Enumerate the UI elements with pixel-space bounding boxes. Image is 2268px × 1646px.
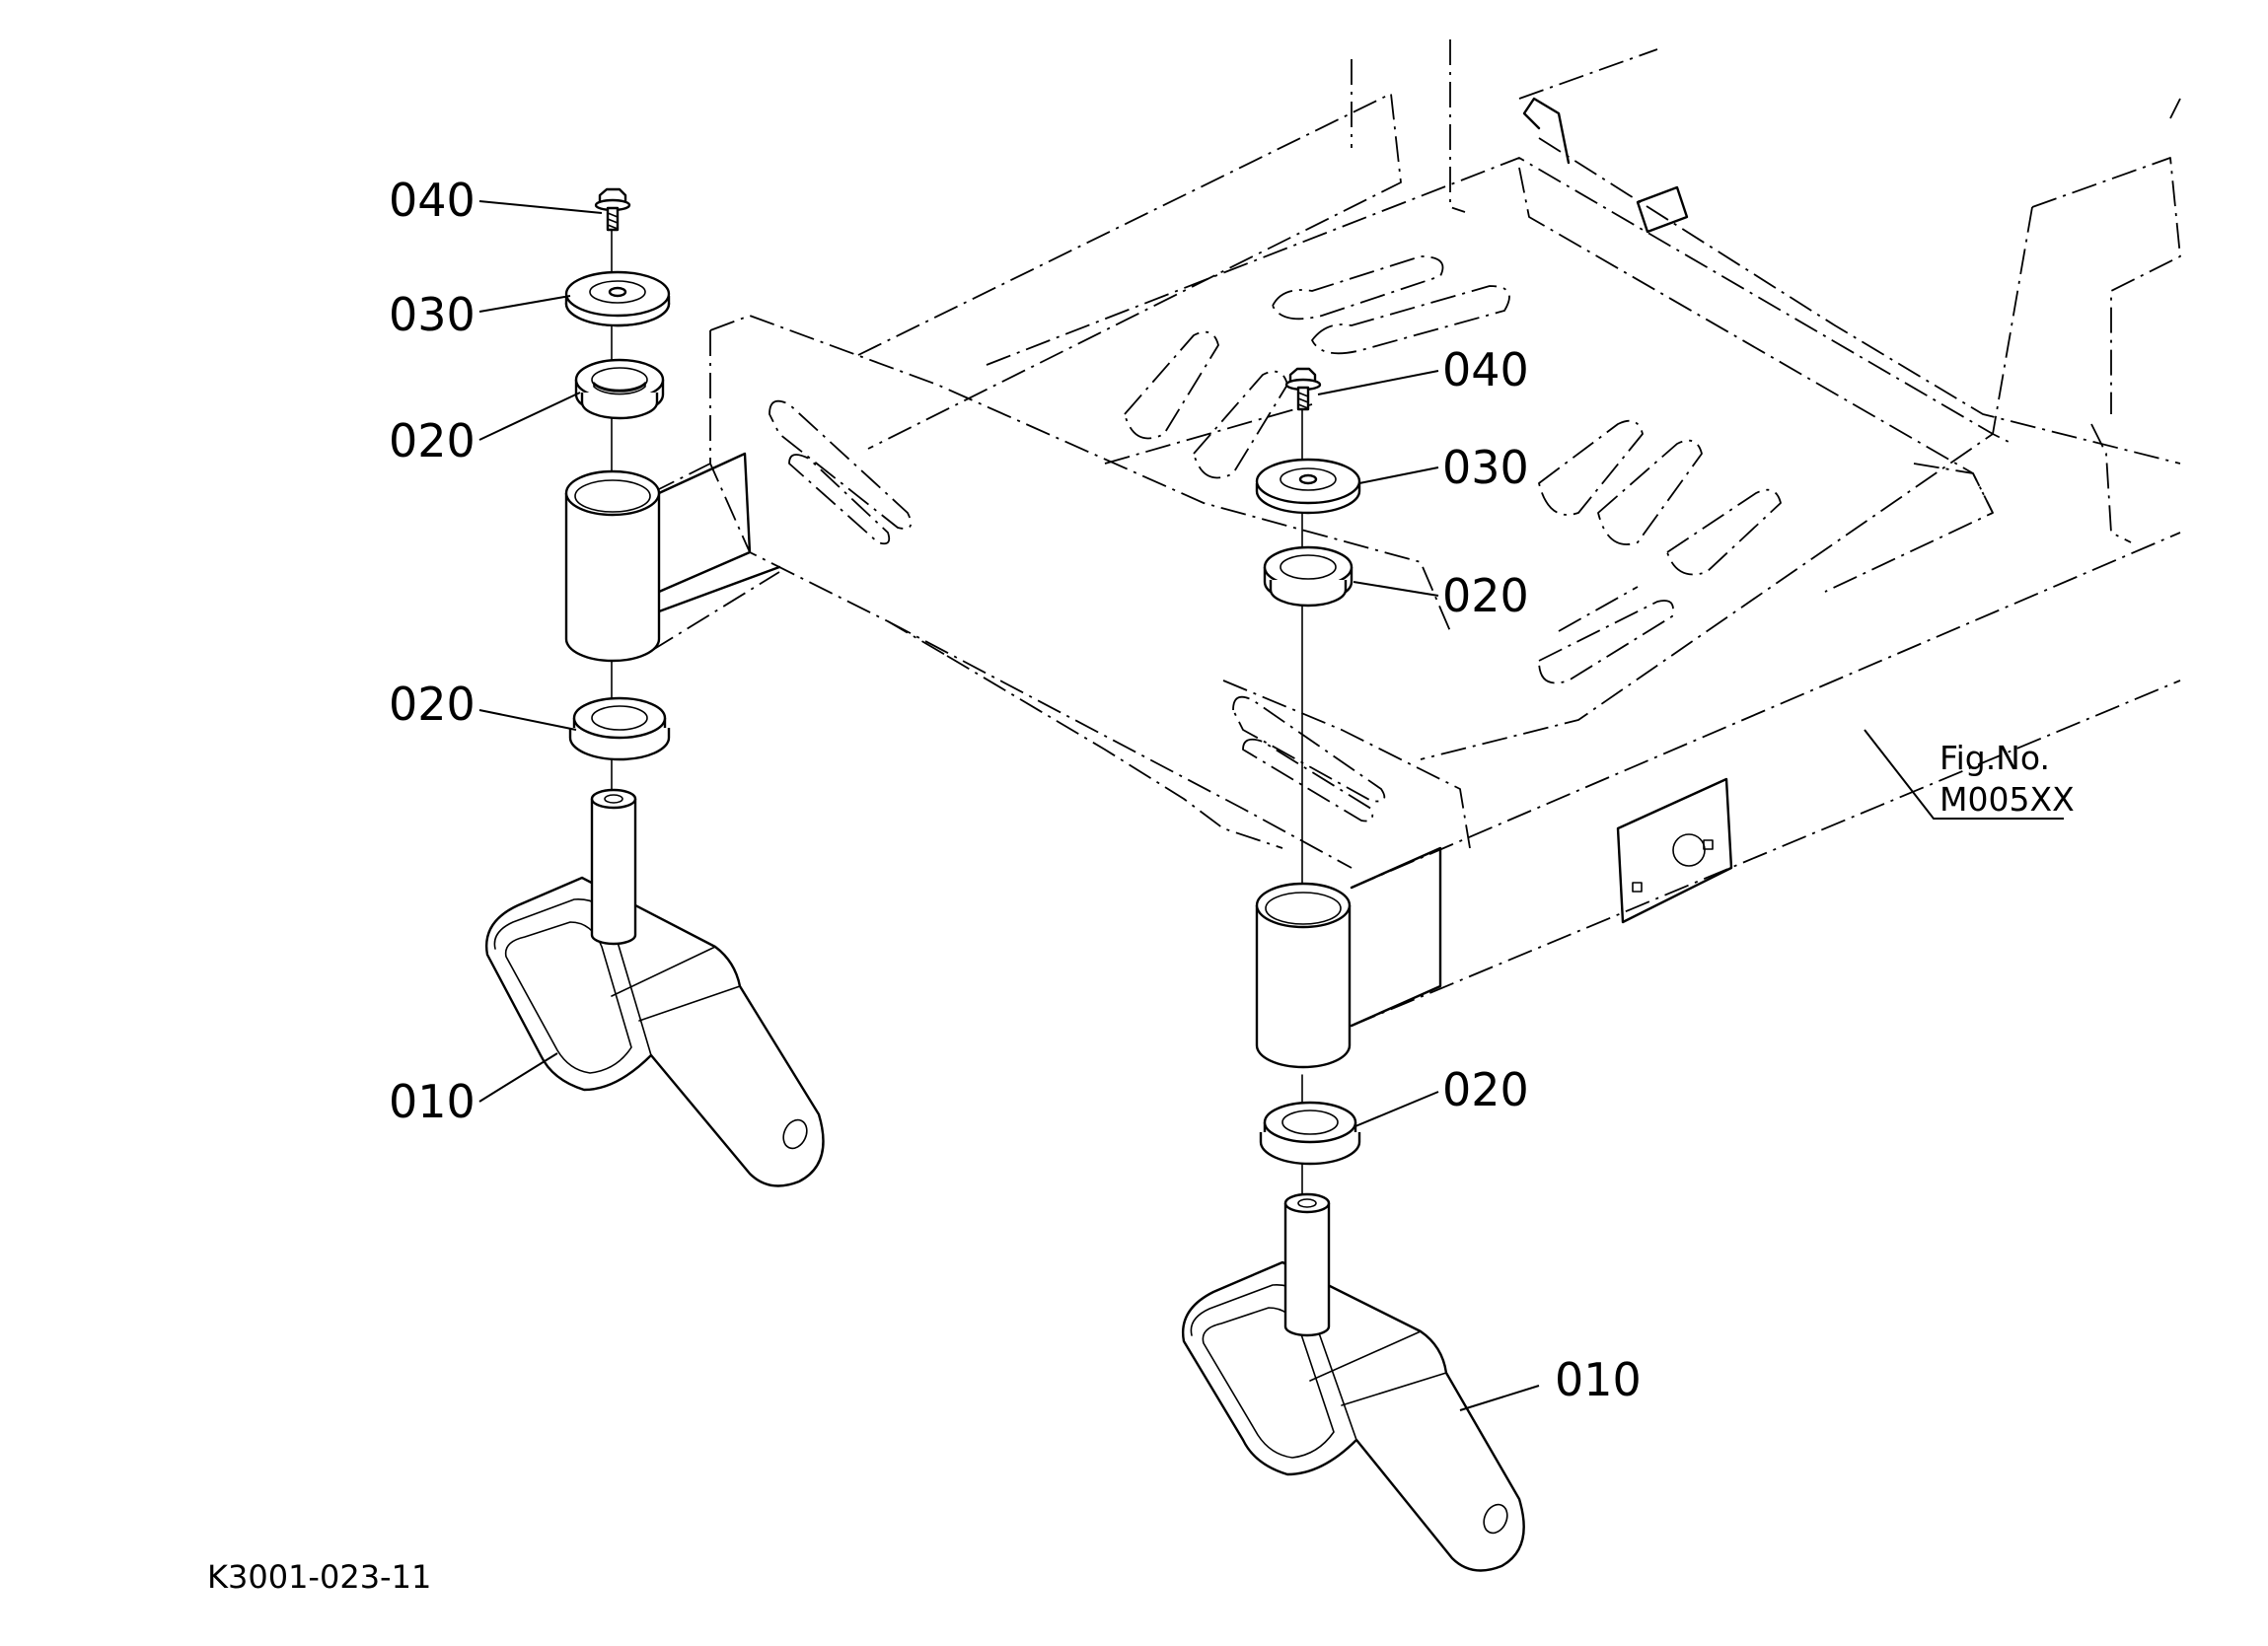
right-cap-030-icon bbox=[1255, 458, 1361, 515]
right-bushing-020-top-icon bbox=[1263, 545, 1353, 608]
right-bolt-040-icon bbox=[1284, 367, 1322, 411]
right-pivot-tube-icon bbox=[1255, 882, 1352, 1069]
callout-left-020-bottom: 020 bbox=[389, 678, 476, 731]
right-frame-pivot-tube-joint bbox=[1350, 846, 1442, 1028]
left-bushing-020-bottom-icon bbox=[568, 696, 671, 761]
callout-labels: 040 030 020 020 010 040 030 020 020 010 bbox=[389, 174, 1642, 1406]
callout-left-040: 040 bbox=[389, 174, 476, 227]
right-caster-yoke-010-icon bbox=[1181, 1192, 1525, 1572]
left-bushing-020-top-icon bbox=[574, 358, 665, 420]
callout-right-020-bottom: 020 bbox=[1442, 1063, 1529, 1116]
right-bushing-020-bottom-icon bbox=[1259, 1101, 1361, 1166]
left-frame-pivot-tube-joint bbox=[657, 452, 781, 613]
frame-outline bbox=[650, 39, 2181, 1027]
right-caster-assembly bbox=[1181, 367, 1525, 1572]
left-caster-yoke-010-icon bbox=[484, 788, 825, 1187]
callout-left-010: 010 bbox=[389, 1075, 476, 1128]
fig-ref-line2: M005XX bbox=[1939, 780, 2075, 819]
callout-left-030: 030 bbox=[389, 288, 476, 341]
callout-right-010: 010 bbox=[1555, 1353, 1642, 1406]
left-pivot-tube-icon bbox=[564, 469, 661, 663]
callout-right-030: 030 bbox=[1442, 441, 1529, 494]
figure-reference: Fig.No. M005XX bbox=[1939, 739, 2075, 819]
fig-ref-line1: Fig.No. bbox=[1939, 739, 2050, 777]
left-caster-assembly bbox=[484, 187, 825, 1187]
left-cap-030-icon bbox=[564, 270, 671, 327]
callout-left-020-top: 020 bbox=[389, 414, 476, 467]
callout-right-040: 040 bbox=[1442, 343, 1529, 396]
drawing-code: K3001-023-11 bbox=[207, 1558, 431, 1596]
leader-lines bbox=[478, 200, 2064, 1411]
left-bolt-040-icon bbox=[594, 187, 631, 232]
callout-right-020-top: 020 bbox=[1442, 569, 1529, 622]
